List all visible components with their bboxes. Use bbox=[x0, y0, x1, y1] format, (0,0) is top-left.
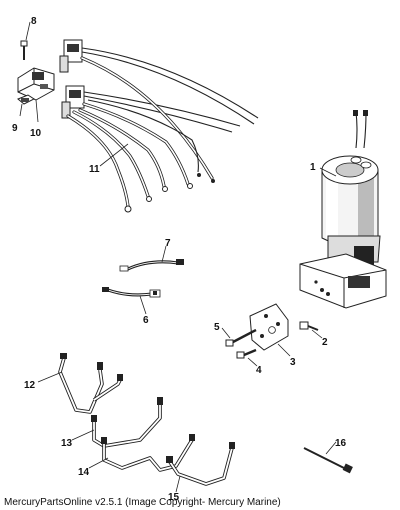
callout-5: 5 bbox=[214, 322, 220, 333]
callout-12: 12 bbox=[24, 380, 36, 391]
part-2-screw bbox=[299, 321, 319, 331]
callout-11: 11 bbox=[89, 164, 100, 175]
callout-14: 14 bbox=[78, 467, 90, 478]
callout-6: 6 bbox=[143, 315, 149, 326]
part-3-plate bbox=[249, 303, 289, 351]
leader-lines bbox=[19, 21, 337, 493]
callout-9: 9 bbox=[12, 123, 18, 134]
part-1-pump-motor bbox=[299, 110, 387, 309]
part-13-tube bbox=[91, 397, 163, 448]
callout-13: 13 bbox=[61, 438, 73, 449]
part-6-cable bbox=[102, 287, 161, 298]
part-10-bracket bbox=[17, 67, 55, 101]
part-15-tube bbox=[166, 442, 235, 486]
callout-10: 10 bbox=[30, 128, 42, 139]
callout-8: 8 bbox=[31, 16, 37, 27]
part-7-cable bbox=[119, 259, 184, 272]
part-5-bolt bbox=[225, 328, 257, 347]
callout-4: 4 bbox=[256, 365, 262, 376]
callout-15: 15 bbox=[168, 492, 180, 503]
relay-upper bbox=[59, 39, 83, 73]
callout-7: 7 bbox=[165, 238, 171, 249]
part-16-cable-tie bbox=[303, 447, 353, 474]
copyright-caption: MercuryPartsOnline v2.5.1 (Image Copyrig… bbox=[4, 497, 281, 508]
callout-2: 2 bbox=[322, 337, 328, 348]
callout-16: 16 bbox=[335, 438, 347, 449]
part-9-clip bbox=[17, 94, 35, 105]
callout-1: 1 bbox=[310, 162, 316, 173]
callout-3: 3 bbox=[290, 357, 296, 368]
relay-lower bbox=[61, 85, 85, 119]
part-11-wiring-harness bbox=[66, 47, 259, 213]
part-12-tube bbox=[58, 353, 123, 414]
part-8-screw bbox=[20, 40, 28, 60]
part-14-tube bbox=[101, 434, 195, 472]
callout-labels: 8 9 10 11 1 7 6 5 2 3 4 12 13 14 16 15 bbox=[12, 16, 347, 503]
part-4-bolt bbox=[236, 348, 257, 359]
